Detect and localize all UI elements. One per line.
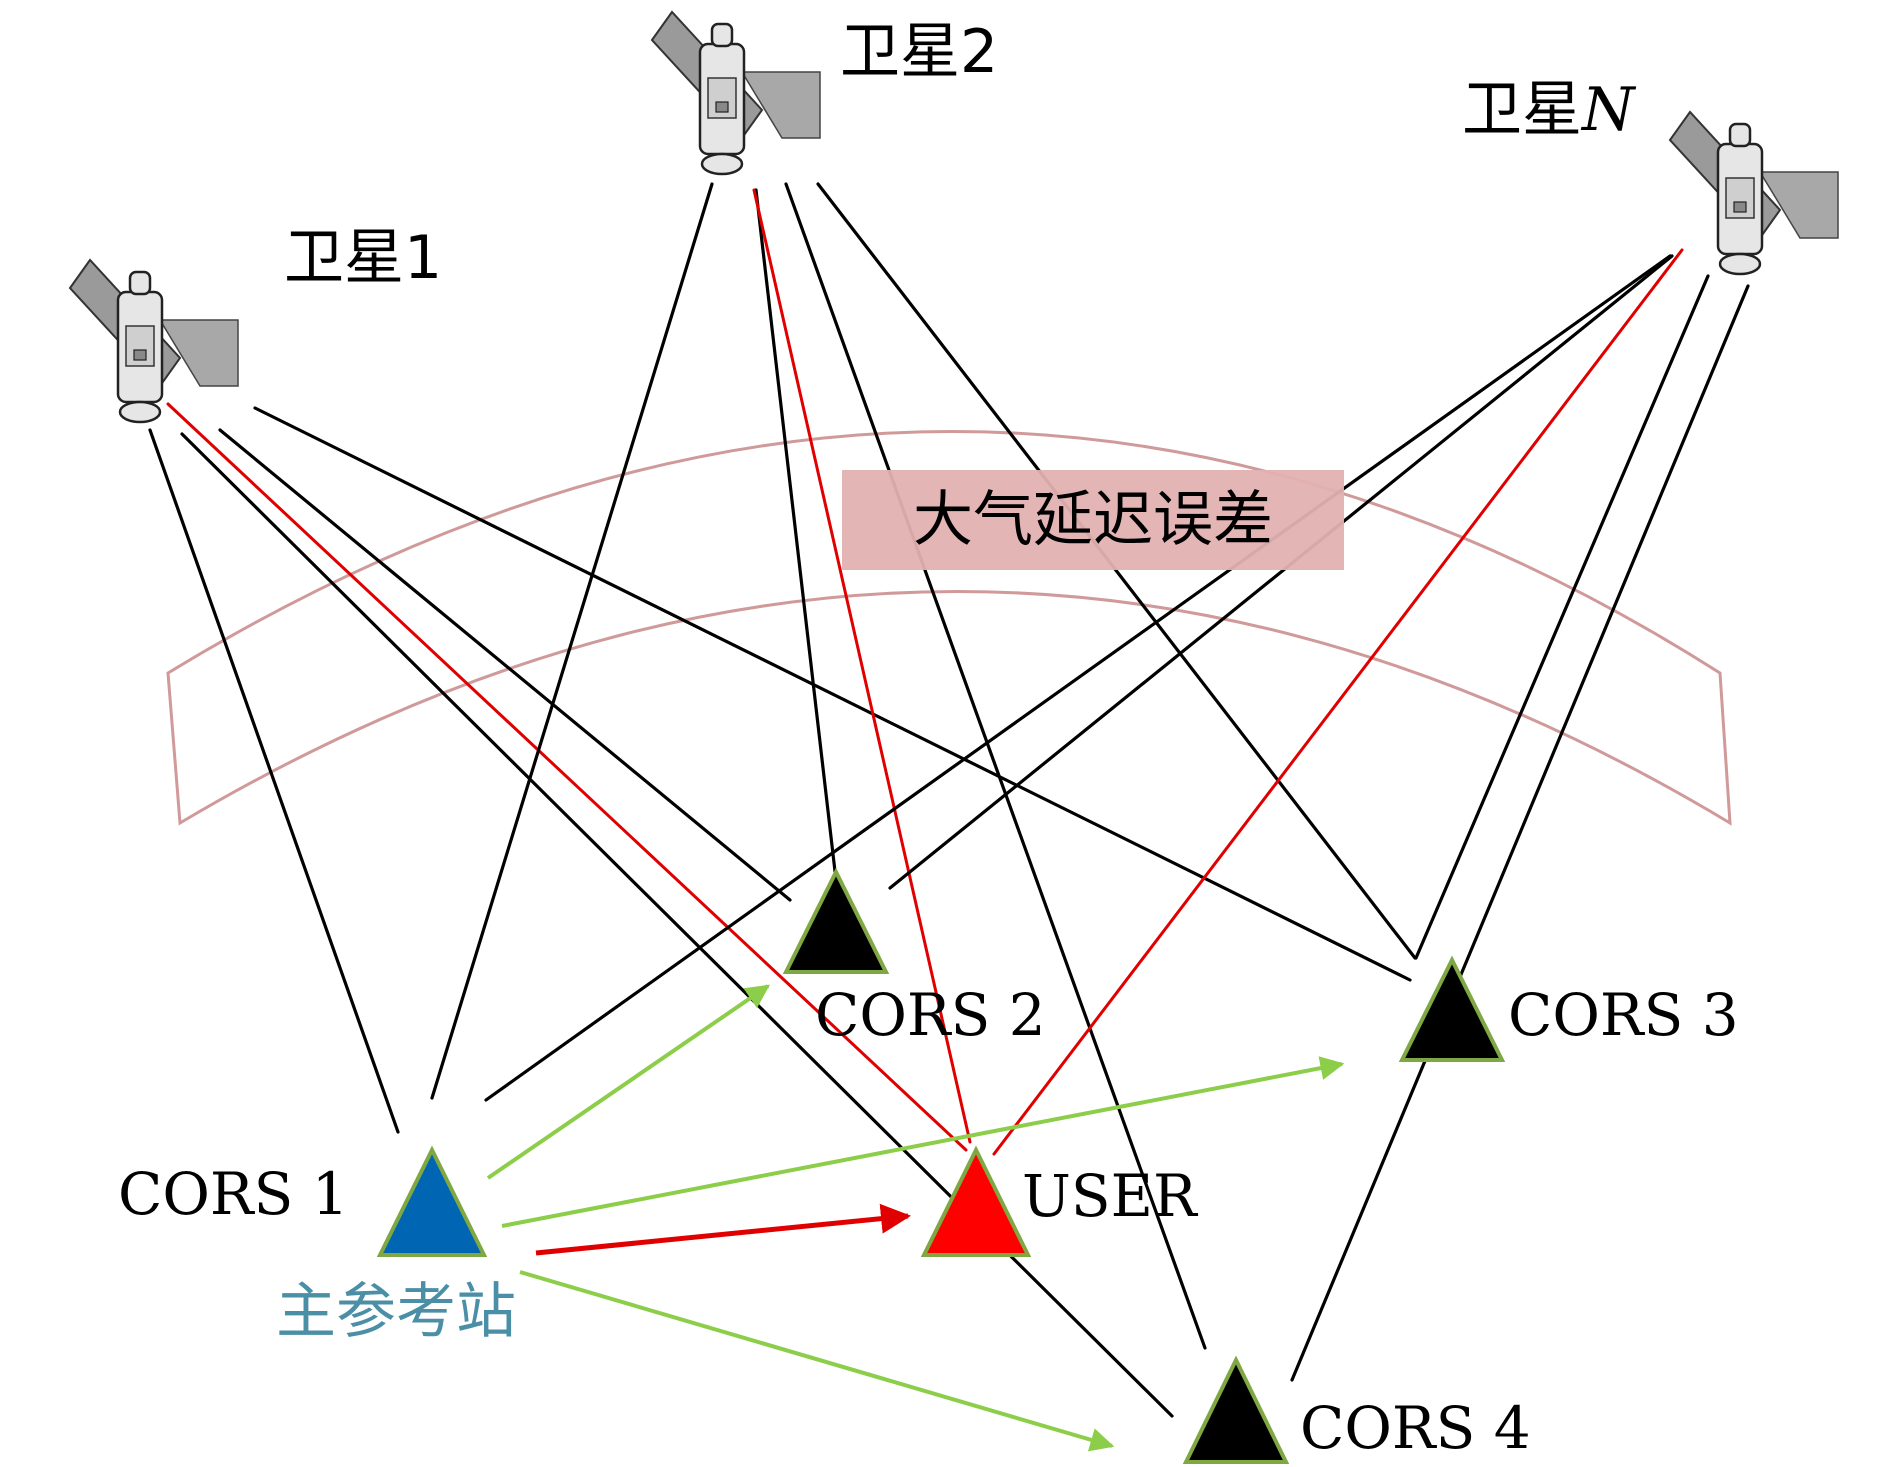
user-label: USER	[1022, 1162, 1199, 1230]
signal-sat2-cors2	[754, 188, 838, 882]
signal-sat2-cors4	[784, 182, 1207, 1350]
satellite-1	[68, 258, 240, 424]
signal-sat2-cors3	[816, 182, 1417, 960]
station-cors1	[376, 1145, 488, 1257]
signal-sat2-cors1	[430, 182, 714, 1100]
signal-sat1-cors3	[253, 406, 1412, 982]
signal-sat1-cors1	[148, 428, 400, 1134]
correction-cors1-user	[535, 1203, 911, 1256]
satellite-n	[1668, 110, 1840, 276]
signal-sat1-cors2	[218, 428, 792, 902]
correction-arrows	[486, 984, 1345, 1452]
atmosphere-band	[166, 430, 1732, 826]
satellite-icon	[650, 10, 822, 176]
signal-satN-cors3	[1414, 274, 1710, 960]
cors4-triangle	[1182, 1355, 1290, 1464]
cors4-label: CORS 4	[1300, 1394, 1531, 1462]
station-cors4	[1182, 1355, 1290, 1464]
satellite-2-label: 卫星2	[840, 17, 998, 87]
satellite-icon	[68, 258, 240, 424]
signal-sat1-user	[166, 402, 968, 1152]
station-cors2	[782, 867, 890, 974]
correction-cors1-cors4	[519, 1270, 1115, 1452]
cors3-label: CORS 3	[1508, 981, 1739, 1049]
main-station-label: 主参考站	[276, 1277, 516, 1347]
station-user	[920, 1145, 1032, 1257]
satellite-icon	[1668, 110, 1840, 276]
atmosphere-layer	[166, 430, 1732, 826]
signal-satN-cors1	[484, 254, 1672, 1102]
satellite-2	[650, 10, 822, 176]
cors2-label: CORS 2	[815, 981, 1046, 1049]
signal-satN-cors2	[888, 254, 1674, 890]
signal-sat2-user	[752, 188, 972, 1144]
atmosphere-label-box: 大气延迟误差	[842, 470, 1344, 570]
satellite-1-label: 卫星1	[284, 223, 442, 293]
cors2-triangle	[782, 867, 890, 974]
atmosphere-label: 大气延迟误差	[913, 485, 1273, 555]
cors1-label: CORS 1	[118, 1160, 349, 1228]
user-triangle	[920, 1145, 1032, 1257]
main-station-triangle	[376, 1145, 488, 1257]
signal-satN-user	[992, 248, 1684, 1156]
signal-sat1-cors4	[180, 432, 1174, 1418]
satellite-n-label: 卫星N	[1462, 75, 1637, 145]
correction-cors1-cors2	[486, 984, 770, 1180]
signal-satN-cors4	[1290, 284, 1750, 1382]
signal-lines	[148, 182, 1750, 1418]
correction-cors1-cors3	[501, 1056, 1345, 1228]
station-cors3	[1398, 955, 1506, 1062]
cors3-triangle	[1398, 955, 1506, 1062]
